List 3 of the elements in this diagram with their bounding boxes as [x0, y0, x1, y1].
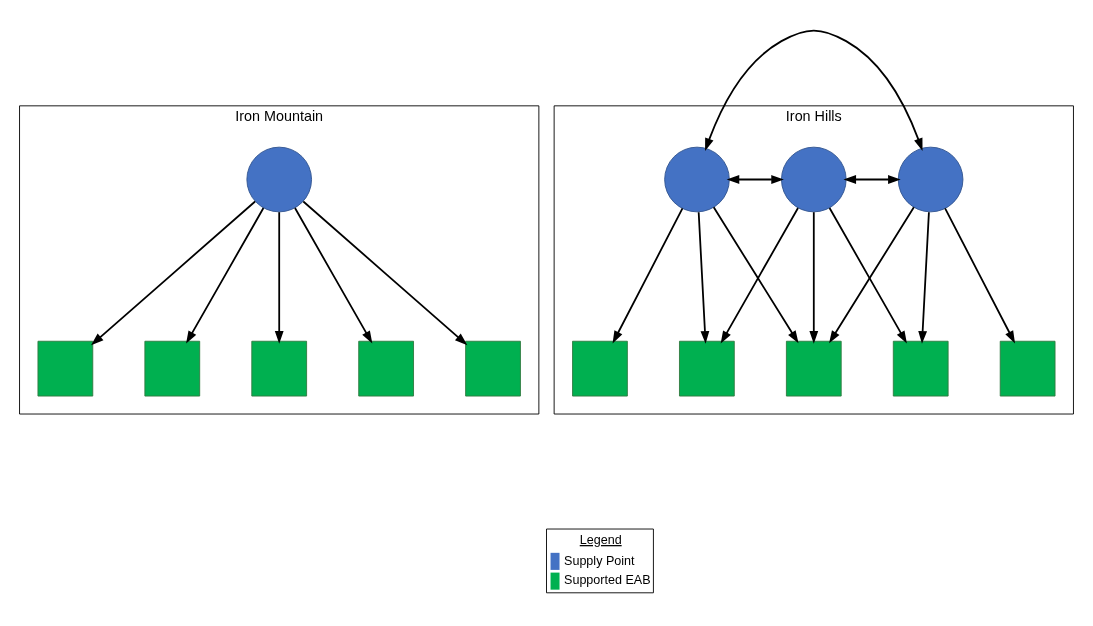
legend-label: Supply Point [564, 553, 635, 568]
legend-label: Supported EAB [564, 572, 651, 587]
label: Legend [579, 532, 622, 547]
